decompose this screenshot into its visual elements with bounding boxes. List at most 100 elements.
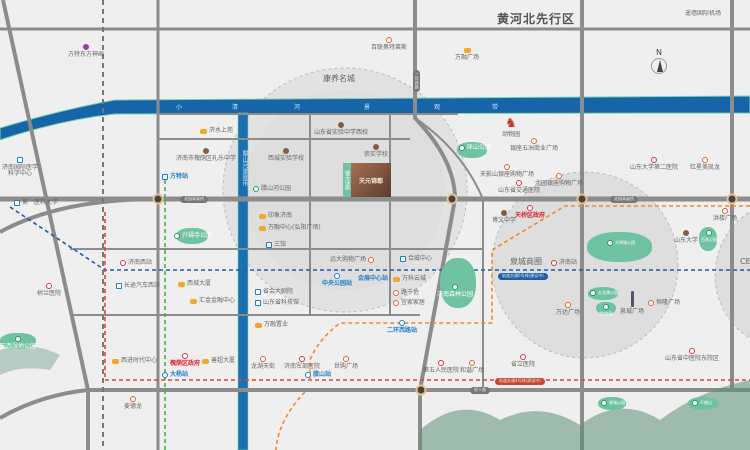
poi[interactable]: 济南军部医院 — [284, 356, 320, 370]
building-icon — [255, 322, 262, 328]
poi[interactable]: 麦德龙 — [124, 396, 142, 410]
poi[interactable]: 百联奥特莱斯 — [371, 37, 407, 51]
poi[interactable]: 山东省中医院东院区 — [665, 348, 719, 362]
park-area — [587, 232, 652, 262]
metro-icon — [162, 174, 168, 180]
poi[interactable]: 第一医科大学 — [14, 200, 58, 206]
city-green-corridor: 城市绿廊 — [343, 163, 352, 197]
building-icon — [463, 48, 471, 53]
metro-station[interactable]: 中央公园站 — [322, 273, 352, 287]
poi[interactable]: 路千佐 — [393, 290, 419, 296]
poi[interactable]: 树兰医院 — [37, 283, 61, 297]
poi[interactable]: 长途汽车西站 — [116, 283, 160, 289]
metro-station[interactable]: 腊山站 — [305, 372, 331, 378]
school-icon — [14, 200, 20, 206]
poi[interactable]: 山东省科技馆 — [255, 300, 299, 306]
poi[interactable]: 银座五洲商业广场 — [510, 138, 558, 152]
poi[interactable]: 泉城公园 — [601, 400, 625, 406]
poi[interactable]: 济水上苑 — [200, 128, 233, 134]
poi[interactable]: 济南市槐荫区礼乐中学 — [176, 148, 236, 162]
poi[interactable]: 西进时代中心 — [112, 358, 157, 364]
poi[interactable]: 济南森林公园 — [437, 284, 473, 298]
poi[interactable]: 善超大厦 — [202, 358, 235, 364]
mall-icon — [130, 396, 136, 402]
poi[interactable]: 汇金金融中心 — [190, 298, 235, 304]
poi[interactable]: 万融广场 — [455, 48, 479, 61]
mall-icon — [531, 138, 537, 144]
river-label: 观 — [434, 104, 441, 111]
poi[interactable]: 红星美凯龙 — [690, 157, 720, 171]
poi[interactable]: 趵突泉 — [600, 304, 612, 316]
museum-icon — [255, 300, 261, 306]
poi[interactable]: 印象济南 — [259, 213, 292, 219]
poi[interactable]: 崇实学校 — [364, 144, 388, 158]
poi[interactable]: 山东大学 — [674, 230, 698, 244]
metro-station[interactable]: 大杨站 — [162, 372, 188, 378]
metro-station[interactable]: 方特站 — [162, 174, 188, 180]
poi[interactable]: 和谐广场 — [460, 360, 484, 374]
poi-government[interactable]: 槐荫区政府 — [170, 353, 200, 367]
poi[interactable]: 天影山银座购物广场 — [480, 164, 534, 178]
poi[interactable]: 省会大剧院 — [255, 289, 293, 295]
poi[interactable]: 三馆 — [266, 242, 286, 248]
region-title-quancheng: 泉城商圈 — [510, 257, 542, 266]
poi-icon — [400, 256, 406, 262]
poi[interactable]: 西城实验学校 — [268, 148, 304, 162]
metro-station[interactable]: 二环西路站 — [387, 320, 417, 334]
mall-icon — [343, 356, 349, 362]
metro-station[interactable]: 会展中心站 — [358, 275, 389, 282]
school-icon — [683, 230, 689, 236]
poi[interactable]: 宜家家居 — [393, 300, 425, 306]
hospital-icon — [299, 356, 305, 362]
poi[interactable]: 千佛山 — [692, 400, 712, 406]
station-dot-icon — [334, 273, 340, 279]
poi[interactable]: 济南国际医学科学中心 — [0, 157, 40, 177]
landmark-icon — [630, 291, 634, 307]
poi[interactable]: 匡山公园 — [459, 145, 491, 151]
poi[interactable]: 山东省实验中学西校 — [314, 122, 368, 136]
park-icon — [174, 233, 180, 239]
poi[interactable]: 万达广场 — [556, 302, 580, 316]
poi[interactable]: 世购广场 — [334, 356, 358, 370]
poi[interactable]: 洪楼广场 — [713, 208, 737, 222]
poi[interactable]: 大明湖公园 — [607, 240, 635, 246]
poi[interactable]: 北园银座购物广场 — [535, 173, 583, 187]
poi[interactable]: 恒隆广场 — [648, 300, 680, 306]
poi[interactable]: 西城大厦 — [178, 281, 211, 287]
poi[interactable]: 万融中心(弘阳广场) — [259, 225, 321, 231]
poi[interactable]: 省立医院 — [511, 354, 535, 368]
building-icon — [259, 225, 266, 231]
school-icon — [373, 144, 379, 150]
poi[interactable]: 济南站 — [551, 260, 577, 266]
metro-line-label: 轨道交通4号线(建设中) — [495, 378, 545, 385]
poi[interactable]: 五龙潭公园 — [590, 290, 618, 296]
poi[interactable]: 山东省交通医院 — [498, 180, 540, 194]
theater-icon — [255, 289, 261, 295]
poi[interactable]: 远大购物广场 — [330, 257, 375, 263]
poi[interactable]: 济南西站 — [120, 260, 152, 266]
poi[interactable]: 合威中心 — [400, 256, 432, 262]
park-area — [440, 258, 476, 308]
river-label: 河 — [294, 104, 301, 111]
building-icon — [190, 298, 197, 304]
poi[interactable]: 龙湖天街 — [251, 356, 275, 370]
poi[interactable]: 泉城广场 — [620, 291, 644, 315]
poi[interactable]: 腊山河公园 — [253, 186, 291, 192]
poi[interactable]: 博文中学 — [492, 210, 516, 224]
project-tianyuan-jindu[interactable]: 天元锦都 — [351, 163, 391, 197]
poi[interactable]: ♞动物园 — [502, 116, 521, 138]
poi[interactable]: 万科云城 — [393, 276, 426, 282]
poi[interactable]: 百花公园 — [701, 230, 717, 242]
poi[interactable]: 万融置业 — [255, 322, 288, 328]
poi[interactable]: 天西湿地公园 — [0, 336, 36, 350]
quancheng-circle — [491, 171, 679, 359]
poi[interactable]: 山东大学第二医院 — [630, 157, 678, 171]
poi[interactable]: 方特东方神画 — [68, 44, 104, 58]
mall-icon — [386, 37, 392, 43]
mall-icon — [368, 257, 375, 263]
building-icon — [200, 128, 207, 134]
poi-government[interactable]: 天桥区政府 — [515, 205, 545, 219]
poi[interactable]: 第五人民医院 — [423, 360, 459, 374]
poi[interactable]: 兴福寺公园 — [174, 233, 212, 239]
park-icon — [590, 290, 596, 296]
